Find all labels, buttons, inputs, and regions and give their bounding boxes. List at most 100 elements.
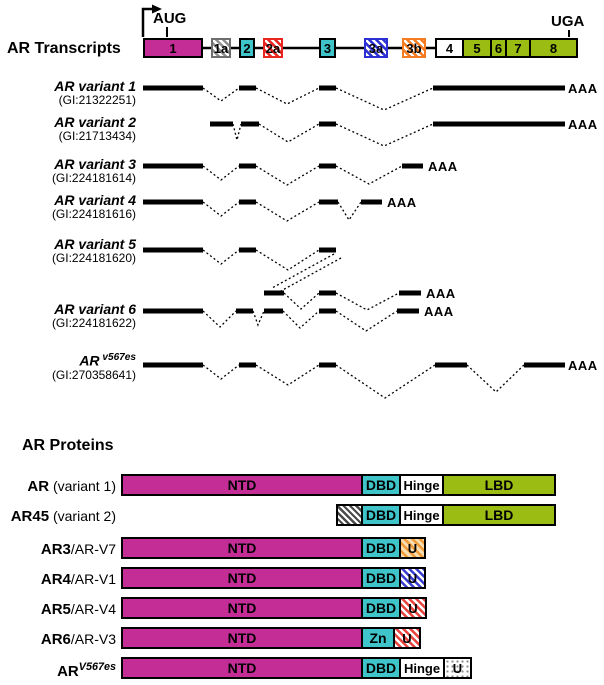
- exon-8-label: 8: [549, 40, 558, 56]
- protein-ar3-rest: /AR-V7: [70, 541, 116, 557]
- exon-7-label: 7: [514, 40, 522, 56]
- v567es-hinge-domain: Hinge: [399, 657, 445, 679]
- ar-hinge-domain: Hinge: [399, 474, 444, 496]
- variant-1-gi: (GI:21322251): [58, 93, 136, 108]
- protein-ar5-name: AR5: [40, 601, 71, 618]
- ar5-dbd-domain: DBD: [361, 597, 401, 619]
- protein-ar6-label: AR6/AR-V3: [0, 631, 116, 648]
- exon-1a-label: 1a: [213, 40, 229, 56]
- exon-2a-label: 2a: [265, 40, 281, 56]
- protein-ar5-label: AR5/AR-V4: [0, 601, 116, 618]
- exon-1-box: 1: [143, 38, 203, 58]
- exon-3a-label: 3a: [368, 40, 384, 56]
- zn-label: Zn: [369, 630, 387, 646]
- exon-3b-label: 3b: [406, 40, 422, 56]
- variant-3-splice: [143, 163, 423, 186]
- exon-4-box: 4: [435, 38, 464, 58]
- u-label: U: [452, 660, 463, 676]
- ntd-label: NTD: [227, 600, 257, 616]
- ar4-unique-domain: U: [399, 567, 426, 589]
- u-label: U: [402, 630, 412, 646]
- ar3-ntd-domain: NTD: [121, 537, 363, 559]
- exon-5-box: 5: [462, 38, 492, 58]
- variant-3-label: AR variant 3 (GI:224181614): [0, 156, 136, 186]
- ar-lbd-domain: LBD: [442, 474, 556, 496]
- dbd-label: DBD: [365, 540, 397, 556]
- variant-4-label: AR variant 4 (GI:224181616): [0, 192, 136, 222]
- exon-2-box: 2: [239, 38, 255, 58]
- exon-3b-box: 3b: [402, 38, 426, 58]
- protein-ar4-name: AR4: [40, 571, 71, 588]
- protein-ar6-name: AR6: [40, 631, 71, 648]
- hinge-label: Hinge: [403, 477, 440, 493]
- protein-v567es-label: ARV567es: [0, 661, 116, 680]
- ntd-label: NTD: [227, 477, 257, 493]
- exon-5-label: 5: [473, 40, 481, 56]
- variant-1-splice: [143, 85, 565, 111]
- ar3-dbd-domain: DBD: [361, 537, 401, 559]
- u-label: U: [407, 540, 418, 556]
- protein-ar45-rest: (variant 2): [49, 508, 116, 524]
- ntd-label: NTD: [227, 570, 257, 586]
- dbd-label: DBD: [365, 600, 397, 616]
- exon-3-label: 3: [323, 40, 332, 56]
- exon-1a-box: 1a: [211, 38, 231, 58]
- variant-6-splice: [143, 308, 419, 332]
- ntd-label: NTD: [227, 540, 257, 556]
- ar4-ntd-domain: NTD: [121, 567, 363, 589]
- ar6-zn-domain: Zn: [361, 627, 395, 649]
- ar-ntd-domain: NTD: [121, 474, 363, 496]
- lbd-label: LBD: [484, 477, 514, 493]
- variant-3-gi: (GI:224181614): [51, 171, 136, 186]
- variant-v567es-name-base: AR: [79, 352, 100, 369]
- exon-3a-box: 3a: [364, 38, 388, 58]
- protein-ar4-rest: /AR-V1: [70, 571, 116, 587]
- dbd-label: DBD: [365, 477, 397, 493]
- hinge-label: Hinge: [403, 660, 441, 676]
- ntd-label: NTD: [227, 630, 257, 646]
- exon-6-label: 6: [494, 40, 503, 56]
- protein-ar5-rest: /AR-V4: [70, 601, 116, 617]
- variant-3-name: AR variant 3: [54, 156, 136, 172]
- ar3-unique-domain: U: [399, 537, 426, 559]
- ar45-nterm-domain: [336, 504, 363, 526]
- variant-v567es-splice: [143, 362, 565, 399]
- v567es-ntd-domain: NTD: [121, 657, 363, 679]
- transcription-start-arrow: [141, 7, 153, 37]
- dbd-label: DBD: [365, 660, 397, 676]
- dbd-label: DBD: [365, 507, 397, 523]
- hinge-label: Hinge: [403, 507, 440, 523]
- exon-4-label: 4: [445, 40, 454, 56]
- protein-ar-name: AR: [27, 478, 50, 495]
- variant-1-label: AR variant 1 (GI:21322251): [0, 78, 136, 108]
- u-label: U: [407, 570, 418, 586]
- proteins-title: AR Proteins: [22, 437, 114, 454]
- variant-6-polya: AAA: [424, 304, 454, 319]
- exon-1-label: 1: [169, 40, 177, 56]
- ar5-ntd-domain: NTD: [121, 597, 363, 619]
- variant-6-name: AR variant 6: [54, 301, 136, 317]
- variant-v567es-name: AR v567es: [0, 352, 136, 369]
- transcripts-title: AR Transcripts: [7, 40, 121, 57]
- v567es-dbd-domain: DBD: [361, 657, 401, 679]
- variant-2-polya: AAA: [568, 117, 598, 132]
- ar6-unique-domain: U: [393, 627, 421, 649]
- protein-v567es-name: ARV567es: [57, 661, 116, 680]
- variant-2-name: AR variant 2: [54, 114, 136, 130]
- variant-v567es-gi: (GI:270358641): [51, 368, 136, 383]
- variant-1-name: AR variant 1: [54, 78, 136, 94]
- protein-v567es-base: AR: [57, 663, 79, 680]
- ar6-ntd-domain: NTD: [121, 627, 363, 649]
- protein-ar6-rest: /AR-V3: [70, 631, 116, 647]
- protein-ar-label: AR (variant 1): [0, 478, 116, 495]
- variant-5-gi: (GI:224181620): [51, 251, 136, 266]
- variant-2-label: AR variant 2 (GI:21713434): [0, 114, 136, 144]
- variant-4-gi: (GI:224181616): [51, 207, 136, 222]
- variant-6-gi: (GI:224181622): [51, 316, 136, 331]
- variant-5-label: AR variant 5 (GI:224181620): [0, 236, 136, 266]
- arrowhead: [152, 4, 162, 14]
- protein-ar3-name: AR3: [40, 541, 71, 558]
- protein-ar4-label: AR4/AR-V1: [0, 571, 116, 588]
